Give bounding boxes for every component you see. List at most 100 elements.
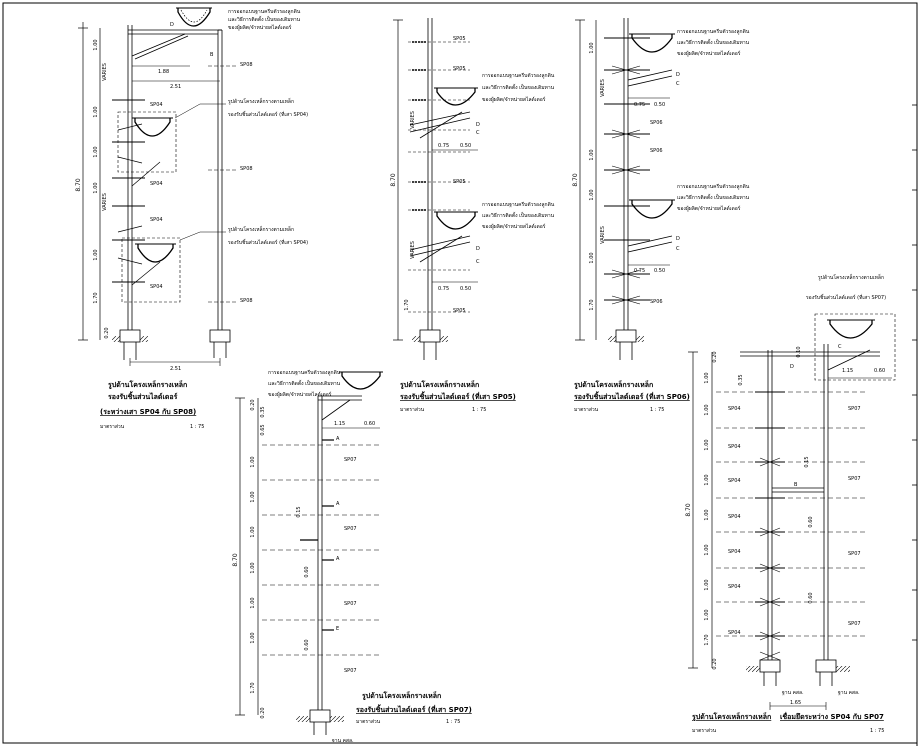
dim-1-00-d6: 1.00 (250, 632, 256, 643)
label-sp04-5c: SP04 (728, 478, 741, 484)
label-sp04-5f: SP04 (728, 584, 741, 590)
dim-0-75-b2: 0.75 (438, 286, 449, 292)
scale-value-1: 1 : 75 (190, 424, 204, 430)
bracket-note-5: รูปด้านโครงเหล็กรางตามเหล็ก รองรับชิ้นส่… (806, 273, 886, 301)
label-sp05-1: SP05 (453, 36, 466, 42)
svg-text:รูปด้านโครงเหล็กรางตามเหล็ก: รูปด้านโครงเหล็กรางตามเหล็ก (228, 97, 294, 105)
svg-text:รูปด้านโครงเหล็กรางตามเหล็ก: รูปด้านโครงเหล็กรางตามเหล็ก (818, 273, 884, 281)
dim-1-00-e6: 1.00 (704, 544, 710, 555)
label-sp07-4b: SP07 (344, 526, 357, 532)
label-a-4a: A (336, 436, 340, 442)
dim-0-60-e3: 0.60 (874, 368, 885, 374)
dim-1-00-e1: 1.00 (704, 372, 710, 383)
dim-0-15-d: 0.15 (296, 506, 302, 517)
label-d-2a: D (476, 122, 480, 128)
svg-text:รองรับชิ้นส่วนไลด์เดอร์ (ที่เส: รองรับชิ้นส่วนไลด์เดอร์ (ที่เสา SP07) (356, 703, 472, 714)
label-sp06-2: SP06 (650, 148, 663, 154)
label-a-4b: A (336, 501, 340, 507)
dim-1-00-e2: 1.00 (704, 404, 710, 415)
elevation-sp07: 8.70 0.20 0.35 0.65 1.00 1.00 1.00 1.00 … (232, 369, 472, 744)
label-sp08-1: SP08 (240, 62, 253, 68)
svg-text:รองรับชิ้นส่วนไลด์เดอร์ (ที่เส: รองรับชิ้นส่วนไลด์เดอร์ (ที่เสา SP04) (228, 109, 308, 118)
title-2: รูปด้านโครงเหล็กรางเหล็ก รองรับชิ้นส่วนไ… (400, 380, 516, 413)
label-c-3b: C (676, 246, 680, 252)
dim-1-00-d2: 1.00 (250, 491, 256, 502)
elevation-sp04-sp08: 8.70 1.00 VARIES 1.00 1.00 1.00 VARIES 1… (75, 7, 308, 430)
svg-text:รูปด้านโครงเหล็กรางตามเหล็ก: รูปด้านโครงเหล็กรางตามเหล็ก (228, 225, 294, 233)
dim-8-70-b: 8.70 (390, 173, 397, 187)
label-sp05-3: SP05 (453, 179, 466, 185)
svg-text:รูปด้านโครงเหล็กรางเหล็ก: รูปด้านโครงเหล็กรางเหล็ก (108, 380, 187, 390)
ground-label-5b: ฐาน คสล. (838, 690, 860, 696)
svg-text:(ระหว่างเสา SP04 กับ SP08): (ระหว่างเสา SP04 กับ SP08) (100, 408, 196, 416)
label-sp06-1: SP06 (650, 120, 663, 126)
svg-text:และวิธีการติดตั้ง เป็นของเดิมท: และวิธีการติดตั้ง เป็นของเดิมทาน (677, 192, 750, 201)
detail-box-2 (121, 237, 181, 303)
label-sp04-5d: SP04 (728, 514, 741, 520)
dim-1-00-d3: 1.00 (250, 526, 256, 537)
trough-3-upper (629, 33, 675, 53)
dim-1-00-e5: 1.00 (704, 509, 710, 520)
dim-1-70-c: 1.70 (589, 299, 595, 310)
dim-1-00-e3: 1.00 (704, 439, 710, 450)
dim-varies-b2: VARIES (410, 241, 416, 259)
dim-8-70-c: 8.70 (572, 173, 579, 187)
label-sp07-5d: SP07 (848, 621, 861, 627)
label-sp07-4d: SP07 (344, 668, 357, 674)
dim-0-20-e2: 0.20 (712, 658, 718, 669)
dim-0-20-d1: 0.20 (250, 399, 256, 410)
trough-note-1: การออกแบบฐานครีบตัวรองลูกดิน และวิธีการต… (228, 8, 301, 31)
label-sp07-4a: SP07 (344, 457, 357, 463)
trough-2-upper (434, 87, 478, 106)
dim-0-60-d1: 0.60 (304, 566, 310, 577)
detail-box-3 (814, 313, 896, 381)
title-block-ticks (912, 104, 917, 641)
svg-text:การออกแบบฐานครีบตัวรองลูกดิน: การออกแบบฐานครีบตัวรองลูกดิน (482, 72, 555, 79)
dim-0-50-c1: 0.50 (654, 102, 665, 108)
trough-1-top (176, 7, 212, 27)
dim-varies-a1: VARIES (102, 63, 108, 81)
dim-varies-b1: VARIES (410, 111, 416, 129)
label-sp08-3: SP08 (240, 298, 253, 304)
dim-1-15-d: 1.15 (334, 421, 345, 427)
svg-text:และวิธีการติดตั้ง เป็นของเดิมท: และวิธีการติดตั้ง เป็นของเดิมทาน (482, 82, 555, 91)
dim-0-75-c2: 0.75 (634, 268, 645, 274)
dim-0-50-b2: 0.50 (460, 286, 471, 292)
label-sp04-5b: SP04 (728, 444, 741, 450)
svg-text:การออกแบบฐานครีบตัวรองลูกดิน: การออกแบบฐานครีบตัวรองลูกดิน (228, 8, 301, 15)
label-b-1: B (210, 52, 214, 58)
svg-text:การออกแบบฐานครีบตัวรองลูกดิน: การออกแบบฐานครีบตัวรองลูกดิน (268, 369, 341, 376)
dim-1-00-a3: 1.00 (93, 146, 99, 157)
dim-0-60-d2: 0.60 (304, 639, 310, 650)
dim-0-60-e2: 0.60 (808, 592, 814, 603)
dim-1-00-a2: 1.00 (93, 106, 99, 117)
svg-text:รองรับชิ้นส่วนไลด์เดอร์ (ที่เส: รองรับชิ้นส่วนไลด์เดอร์ (ที่เสา SP06) (574, 390, 690, 401)
dim-1-00-d1: 1.00 (250, 456, 256, 467)
dim-1-00-a1: 1.00 (93, 39, 99, 50)
label-d-2b: D (476, 246, 480, 252)
dim-0-50-b1: 0.50 (460, 143, 471, 149)
label-sp07-5a: SP07 (848, 406, 861, 412)
svg-text:ของผู้ผลิต/จำหน่ายสไลด์เดอร์: ของผู้ผลิต/จำหน่ายสไลด์เดอร์ (482, 223, 546, 230)
label-sp05-4: SP05 (453, 308, 466, 314)
dim-0-35-d: 0.35 (260, 406, 266, 417)
dim-1-00-c3: 1.00 (589, 189, 595, 200)
dim-0-60-e1: 0.60 (808, 516, 814, 527)
dim-1-65-e: 1.65 (790, 700, 801, 706)
svg-text:ของผู้ผลิต/จำหน่ายสไลด์เดอร์: ของผู้ผลิต/จำหน่ายสไลด์เดอร์ (228, 24, 292, 31)
dim-0-20-a: 0.20 (104, 327, 110, 338)
label-sp05-2: SP05 (453, 66, 466, 72)
svg-text:การออกแบบฐานครีบตัวรองลูกดิน: การออกแบบฐานครีบตัวรองลูกดิน (677, 183, 750, 190)
label-c-2b: C (476, 259, 480, 265)
svg-text:เชื่อมยึดระหว่าง SP04 กับ SP07: เชื่อมยึดระหว่าง SP04 กับ SP07 (780, 711, 884, 721)
dim-1-00-e7: 1.00 (704, 579, 710, 590)
svg-text:และวิธีการติดตั้ง เป็นของเดิมท: และวิธีการติดตั้ง เป็นของเดิมทาน (228, 14, 301, 23)
scale-label-2: มาตราส่วน (400, 407, 425, 413)
label-d-3a: D (676, 72, 680, 78)
dim-1-70-a: 1.70 (93, 292, 99, 303)
label-d-5: D (790, 364, 794, 370)
elevation-sp06: 8.70 1.00 VARIES 1.00 1.00 VARIES 1.00 1… (572, 18, 750, 413)
trough-note-3a: การออกแบบฐานครีบตัวรองลูกดิน และวิธีการต… (677, 28, 750, 57)
dim-1-00-e8: 1.00 (704, 609, 710, 620)
svg-text:รองรับชิ้นส่วนไลด์เดอร์ (ที่เส: รองรับชิ้นส่วนไลด์เดอร์ (ที่เสา SP04) (228, 237, 308, 246)
